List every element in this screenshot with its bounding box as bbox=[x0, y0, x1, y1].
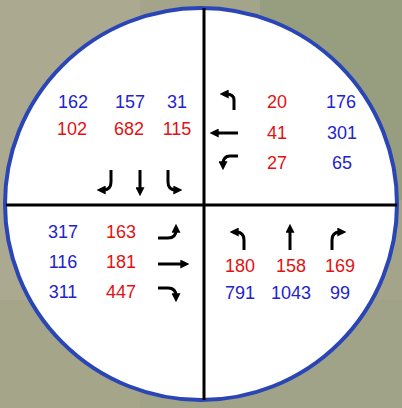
count-number: 317 bbox=[48, 223, 78, 241]
count-number: 41 bbox=[267, 124, 287, 142]
turn-arrow bbox=[226, 94, 234, 110]
count-number: 791 bbox=[225, 284, 255, 302]
count-number: 158 bbox=[276, 257, 306, 275]
count-number: 99 bbox=[330, 284, 350, 302]
count-number: 1043 bbox=[271, 284, 311, 302]
count-number: 311 bbox=[49, 283, 78, 301]
count-number: 447 bbox=[106, 283, 136, 301]
count-number: 102 bbox=[57, 120, 87, 138]
count-number: 157 bbox=[115, 93, 145, 111]
through-arrow bbox=[139, 170, 142, 190]
count-number: 682 bbox=[114, 120, 144, 138]
count-number: 116 bbox=[49, 253, 78, 271]
count-number: 181 bbox=[106, 253, 136, 271]
through-arrow bbox=[216, 132, 238, 135]
count-number: 169 bbox=[325, 257, 355, 275]
count-number: 163 bbox=[106, 223, 136, 241]
movement-arrows bbox=[103, 94, 340, 296]
count-number: 65 bbox=[332, 154, 352, 172]
turn-arrow bbox=[236, 232, 244, 250]
through-arrow bbox=[158, 263, 183, 266]
turn-arrow bbox=[158, 288, 176, 296]
turn-arrow bbox=[223, 156, 238, 164]
turn-arrow bbox=[158, 230, 176, 238]
turn-arrow bbox=[168, 170, 176, 190]
count-number: 162 bbox=[58, 93, 88, 111]
count-number: 27 bbox=[267, 154, 287, 172]
through-arrow bbox=[289, 230, 292, 250]
count-number: 31 bbox=[167, 93, 187, 111]
count-number: 301 bbox=[327, 124, 357, 142]
turn-arrow bbox=[103, 170, 111, 190]
turn-arrow bbox=[332, 232, 340, 250]
count-circle bbox=[5, 8, 397, 400]
count-number: 115 bbox=[163, 120, 192, 138]
count-number: 176 bbox=[326, 93, 356, 111]
count-number: 180 bbox=[225, 257, 255, 275]
divider-line bbox=[6, 204, 397, 207]
count-number: 20 bbox=[267, 93, 287, 111]
